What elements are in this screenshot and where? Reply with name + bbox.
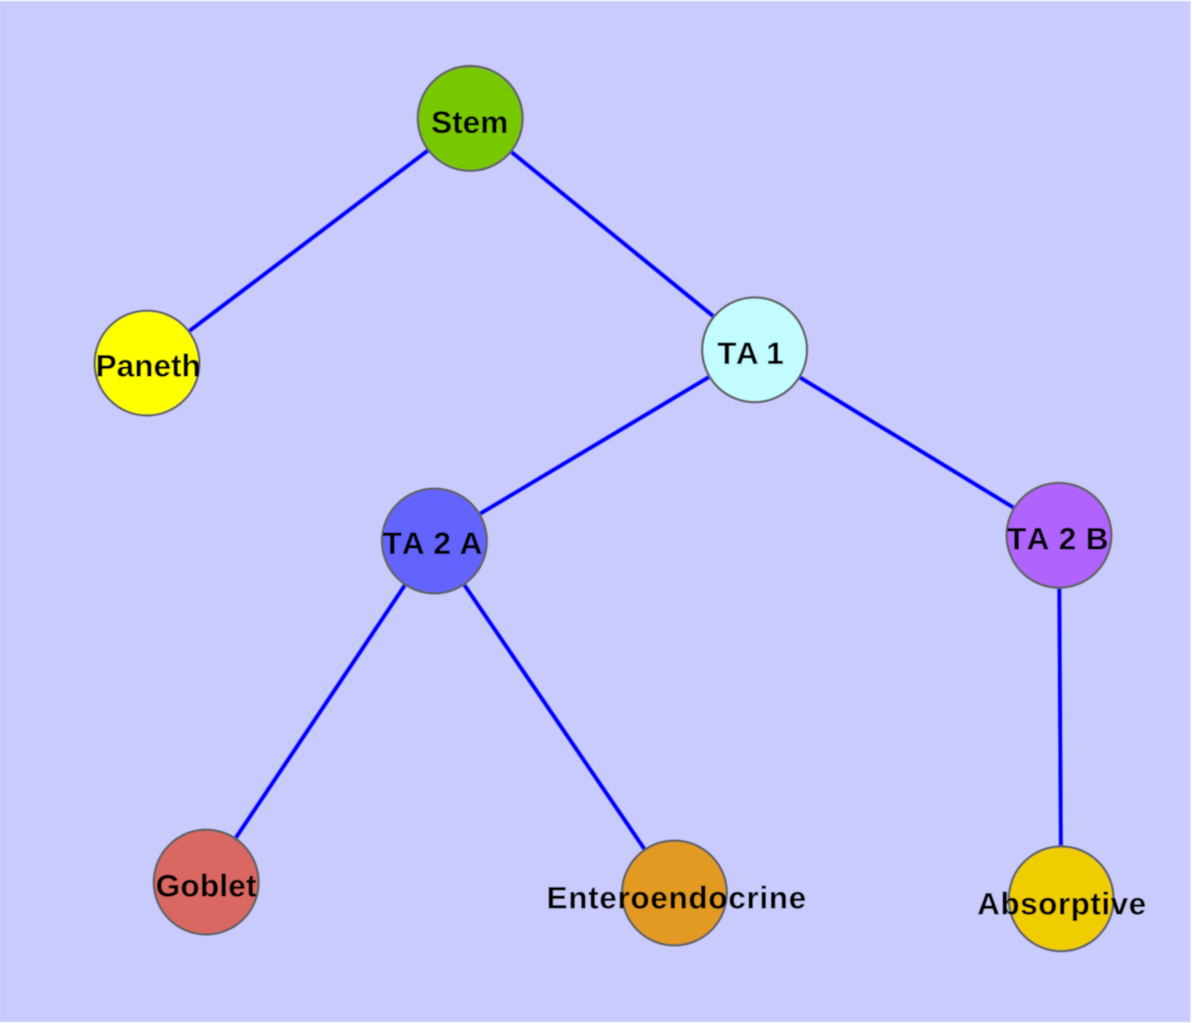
svg-text:Absorptive: Absorptive bbox=[977, 886, 1147, 922]
svg-text:TA 1: TA 1 bbox=[717, 335, 783, 371]
svg-text:Paneth: Paneth bbox=[96, 348, 201, 384]
svg-text:Goblet: Goblet bbox=[156, 867, 257, 903]
svg-text:TA 2 A: TA 2 A bbox=[383, 525, 483, 561]
svg-text:Enteroendocrine: Enteroendocrine bbox=[547, 879, 807, 915]
svg-text:Stem: Stem bbox=[431, 104, 508, 140]
svg-text:TA 2 B: TA 2 B bbox=[1007, 521, 1109, 557]
